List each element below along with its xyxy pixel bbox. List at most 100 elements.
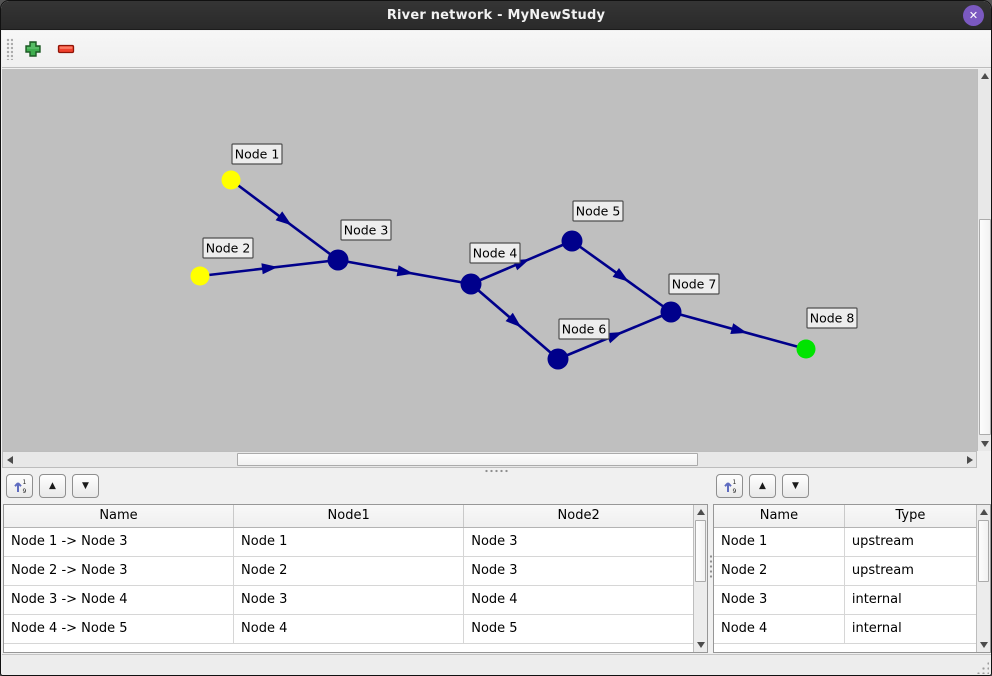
network-edge[interactable] (571, 239, 672, 314)
vertical-scroll-thumb[interactable] (978, 520, 989, 582)
move-down-button[interactable]: ▼ (782, 474, 809, 498)
reach-table-scrollbar[interactable] (693, 505, 707, 652)
table-cell[interactable]: Node 4 (714, 614, 845, 644)
table-cell[interactable]: Node 3 (714, 585, 845, 615)
close-icon: ✕ (968, 9, 979, 22)
titlebar[interactable]: River network - MyNewStudy ✕ (1, 1, 991, 30)
table-cell[interactable]: Node 2 -> Node 3 (4, 556, 235, 586)
table-cell[interactable]: Node 3 (463, 556, 693, 586)
sort-nodes-button[interactable]: 1 9 (716, 474, 743, 498)
scroll-up-button[interactable] (978, 69, 991, 82)
horizontal-splitter[interactable] (2, 468, 991, 474)
table-cell[interactable]: Node 1 (714, 527, 845, 557)
node-label[interactable]: Node 2 (202, 237, 254, 259)
node-label-text: Node 7 (672, 277, 717, 292)
table-cell[interactable]: Node 3 -> Node 4 (4, 585, 235, 615)
network-node[interactable] (327, 249, 349, 271)
network-graph[interactable]: Node 1 Node 2 Node 3 Node 4 Node 5 Node 6 Node… (2, 69, 977, 451)
scroll-left-button[interactable] (3, 452, 16, 467)
table-cell[interactable]: Node 5 (463, 614, 693, 644)
table-cell[interactable]: upstream (844, 556, 976, 586)
column-header[interactable]: Node1 (233, 505, 465, 528)
scroll-right-button[interactable] (963, 452, 976, 467)
network-node[interactable] (547, 348, 569, 370)
column-header[interactable]: Type (844, 505, 976, 528)
svg-text:1: 1 (22, 479, 26, 486)
vertical-scroll-thumb[interactable] (695, 520, 706, 582)
canvas-horizontal-scrollbar[interactable] (2, 451, 977, 468)
canvas-vertical-scrollbar[interactable] (977, 69, 991, 451)
scroll-up-button[interactable] (977, 506, 990, 518)
table-cell[interactable]: upstream (844, 527, 976, 557)
network-edge[interactable] (230, 178, 339, 262)
close-button[interactable]: ✕ (963, 5, 984, 26)
horizontal-scroll-thumb[interactable] (237, 453, 698, 466)
move-up-button[interactable]: ▲ (39, 474, 66, 498)
scroll-up-button[interactable] (694, 506, 707, 518)
table-cell[interactable]: internal (844, 585, 976, 615)
move-down-button[interactable]: ▼ (72, 474, 99, 498)
network-node[interactable] (460, 273, 482, 295)
network-node[interactable] (221, 170, 241, 190)
column-header[interactable]: Node2 (463, 505, 693, 528)
node-label[interactable]: Node 1 (231, 143, 283, 165)
network-node[interactable] (796, 339, 816, 359)
sort-icon: 1 9 (13, 479, 26, 494)
network-node[interactable] (561, 230, 583, 252)
scroll-down-button[interactable] (694, 639, 707, 651)
column-header[interactable]: Name (4, 505, 235, 528)
node-label[interactable]: Node 3 (340, 219, 392, 241)
scroll-down-button[interactable] (978, 437, 991, 450)
edge-arrow-icon (505, 312, 522, 328)
network-edge[interactable] (670, 310, 807, 351)
network-canvas[interactable]: Node 1 Node 2 Node 3 Node 4 Node 5 Node 6 Node… (2, 69, 977, 451)
splitter-handle-icon (484, 469, 510, 473)
table-cell[interactable]: Node 2 (714, 556, 845, 586)
svg-text:9: 9 (732, 488, 736, 494)
network-edge[interactable] (199, 258, 339, 278)
toolbar-grip[interactable] (6, 38, 13, 60)
add-node-button[interactable] (20, 36, 46, 62)
sort-reaches-button[interactable]: 1 9 (6, 474, 33, 498)
network-node[interactable] (190, 266, 210, 286)
table-cell[interactable]: Node 3 (463, 527, 693, 557)
node-table-scrollbar[interactable] (976, 505, 990, 652)
vertical-splitter[interactable] (708, 504, 713, 653)
table-cell[interactable]: Node 1 (233, 527, 465, 557)
main-toolbar (2, 31, 991, 68)
table-cell[interactable]: Node 1 -> Node 3 (4, 527, 235, 557)
table-cell[interactable]: Node 2 (233, 556, 465, 586)
node-label[interactable]: Node 7 (668, 273, 720, 295)
network-edge[interactable] (557, 310, 672, 361)
scroll-down-button[interactable] (977, 639, 990, 651)
node-label[interactable]: Node 8 (806, 307, 858, 329)
network-node[interactable] (660, 301, 682, 323)
node-label[interactable]: Node 5 (572, 200, 624, 222)
table-cell[interactable]: Node 4 -> Node 5 (4, 614, 235, 644)
move-up-button[interactable]: ▲ (749, 474, 776, 498)
network-edge[interactable] (470, 283, 559, 360)
table-cell[interactable]: Node 3 (233, 585, 465, 615)
remove-node-button[interactable] (53, 36, 79, 62)
node-label[interactable]: Node 6 (558, 318, 610, 340)
network-edge[interactable] (337, 258, 472, 286)
vertical-scroll-thumb[interactable] (979, 219, 991, 435)
resize-grip[interactable] (976, 661, 989, 674)
column-header[interactable]: Name (714, 505, 845, 528)
table-cell[interactable]: internal (844, 614, 976, 644)
node-label[interactable]: Node 4 (469, 242, 521, 264)
table-cell[interactable]: Node 4 (233, 614, 465, 644)
table-cell[interactable]: Node 4 (463, 585, 693, 615)
